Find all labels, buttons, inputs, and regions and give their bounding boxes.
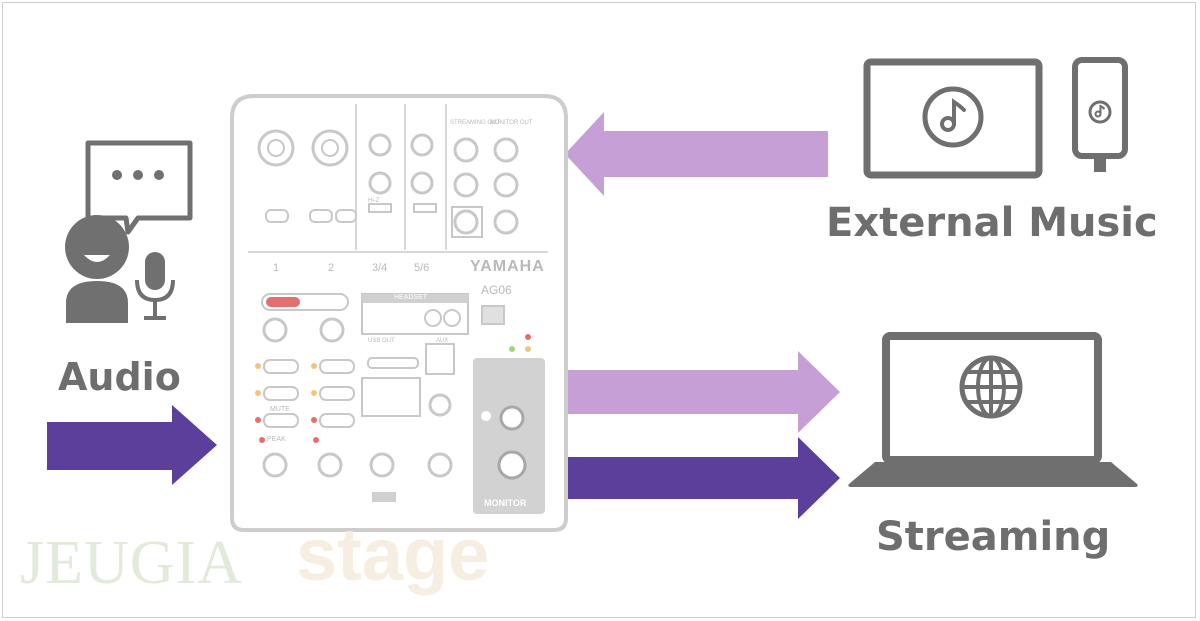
mixer-hi-z-label: Hi-Z	[368, 198, 380, 204]
mixer-channel-1: 1	[273, 262, 280, 274]
mixer-model: AG06	[481, 283, 512, 297]
mixer-channel-5-6: 5/6	[414, 262, 430, 274]
mixer-usb-out-label: USB OUT	[368, 338, 395, 344]
mixer-aux-label: AUX	[436, 338, 449, 344]
mixer-channel-3-4: 3/4	[372, 262, 388, 274]
microphone-icon	[135, 252, 175, 320]
mixer-streaming-out-label: STREAMING OUT	[450, 120, 501, 126]
audio-label: Audio	[58, 355, 181, 399]
mixer-mute-label: MUTE	[270, 406, 290, 413]
mixer-monitor-label: MONITOR	[484, 498, 527, 508]
person-icon	[65, 215, 129, 323]
external-music-label: External Music	[826, 200, 1158, 246]
streaming-label: Streaming	[876, 514, 1111, 560]
mixer-monitor-out-label: MONITOR OUT	[490, 120, 533, 126]
mixer-headset-label: HEADSET	[394, 294, 428, 301]
mixer-channel-2: 2	[328, 262, 335, 274]
mixer-peak-label: PEAK	[267, 436, 286, 443]
watermark-jeugia: JEUGIA	[20, 529, 243, 597]
watermark-stage: stage	[296, 513, 490, 596]
mixer-brand: YAMAHA	[470, 258, 545, 275]
